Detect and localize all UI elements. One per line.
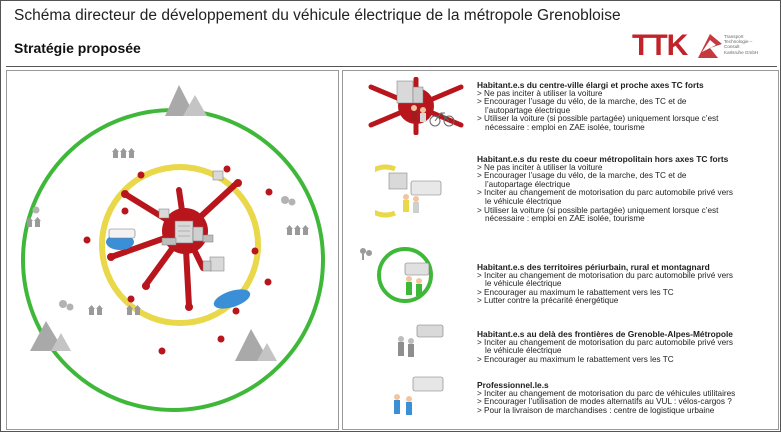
category-city-center: Habitant.e.s du centre-ville élargi et p… [477, 81, 777, 133]
city-center-resident-icon [368, 77, 464, 135]
core-resident-icon [375, 164, 442, 218]
professional-icon [394, 376, 444, 415]
village-houses-icon [26, 148, 309, 315]
metropole-diagram [21, 85, 325, 412]
category-heading: Habitant.e.s du centre-ville élargi et p… [477, 80, 704, 90]
strategy-panel: Habitant.e.s du centre-ville élargi et p… [342, 70, 779, 430]
category-heading: Habitant.e.s du reste du coeur métropoli… [477, 154, 729, 164]
page-subtitle: Stratégie proposée [14, 40, 141, 56]
axis-nodes [107, 179, 242, 311]
category-heading: Habitant.e.s des territoires périurbain,… [477, 262, 710, 272]
category-periurban: Habitant.e.s des territoires périurbain,… [477, 263, 777, 306]
trees-icon [32, 196, 296, 311]
outer-green-ring [21, 108, 325, 412]
category-professionals: Professionnel.le.s > Inciter au changeme… [477, 381, 777, 415]
yellow-ring [99, 164, 261, 326]
center-buildings-icon [174, 220, 214, 244]
header-divider [6, 66, 777, 67]
peripheral-red-dots [83, 165, 273, 355]
lake-east [213, 289, 251, 309]
diagram-panel [6, 70, 339, 430]
periurban-resident-icon [360, 247, 433, 303]
district-buildings-icon [158, 170, 225, 272]
page-title: Schéma directeur de développement du véh… [14, 7, 621, 24]
outside-metropole-resident-icon [398, 324, 444, 357]
van-west-icon [108, 228, 136, 239]
mountains-icon [30, 85, 277, 361]
category-heading: Habitant.e.s au delà des frontières de G… [477, 329, 733, 339]
logo-swoosh-icon [698, 34, 722, 58]
logo-text: TTK [632, 29, 688, 62]
ttk-logo: TTK Transport Technologie – Consult Karl… [632, 28, 774, 68]
category-heading: Professionnel.le.s [477, 380, 549, 390]
category-core: Habitant.e.s du reste du coeur métropoli… [477, 155, 777, 224]
category-outside-metropole: Habitant.e.s au delà des frontières de G… [477, 330, 777, 364]
logo-tagline: Transport Technologie – Consult Karlsruh… [724, 34, 759, 55]
